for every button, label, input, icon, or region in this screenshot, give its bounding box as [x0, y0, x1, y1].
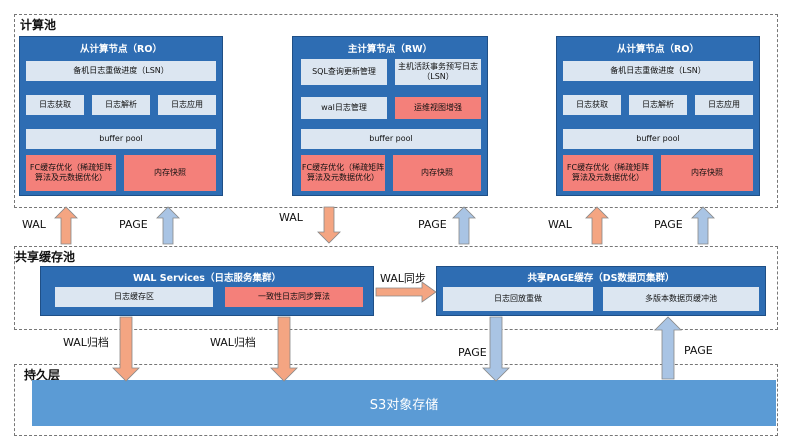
shared-cache-region: [14, 246, 778, 330]
log-replay-redo: 日志回放重做: [443, 287, 593, 311]
s3-object-storage: S3对象存储: [32, 380, 776, 426]
wal-archive-arrow-2: [270, 316, 298, 382]
label-wal-sync: WAL同步: [380, 272, 426, 285]
label-page-right: PAGE: [654, 218, 683, 231]
memory-snapshot: 内存快照: [393, 155, 481, 191]
ro-node-right-title: 从计算节点（RO）: [617, 44, 699, 55]
memory-snapshot: 内存快照: [124, 155, 216, 191]
wal-management: wal日志管理: [301, 97, 387, 119]
label-page-rw: PAGE: [418, 218, 447, 231]
persistence-region: [14, 364, 778, 436]
fc-cache-optimization: FC缓存优化（稀疏矩阵算法及元数据优化）: [301, 155, 385, 191]
replay-progress: 备机日志重做进度（LSN）: [26, 61, 216, 81]
consistency-sync-algorithm: 一致性日志同步算法: [225, 287, 363, 307]
log-fetch: 日志获取: [563, 95, 621, 115]
wal-up-arrow-right: [585, 206, 609, 245]
log-apply: 日志应用: [158, 95, 216, 115]
page-up-arrow-left: [156, 206, 180, 245]
page-up-arrow-storage: [654, 316, 682, 380]
sql-update-management: SQL查询更新管理: [301, 59, 387, 85]
fc-cache-optimization: FC缓存优化（稀疏矩阵算法及元数据优化）: [26, 155, 116, 191]
page-up-arrow-rw: [452, 206, 476, 245]
mvcc-page-buffer: 多版本数据页缓冲池: [603, 287, 759, 311]
log-fetch: 日志获取: [26, 95, 84, 115]
compute-pool-region: [14, 14, 778, 208]
wal-down-arrow-rw: [317, 206, 341, 244]
persistence-title: 持久层: [24, 368, 61, 382]
buffer-pool: buffer pool: [26, 129, 216, 149]
wal-archive-arrow-1: [112, 316, 140, 382]
wal-services-title: WAL Services（日志服务集群）: [133, 273, 281, 284]
log-cache-area: 日志缓存区: [55, 287, 213, 307]
log-apply: 日志应用: [695, 95, 753, 115]
rw-node: 主计算节点（RW） SQL查询更新管理 主机活跃事务预写日志（LSN） wal日…: [292, 36, 488, 196]
compute-pool-title: 计算池: [20, 18, 57, 32]
buffer-pool: buffer pool: [563, 129, 753, 149]
shared-page-cache-node: 共享PAGE缓存（DS数据页集群） 日志回放重做 多版本数据页缓冲池: [436, 266, 766, 316]
rw-node-title: 主计算节点（RW）: [347, 44, 433, 55]
label-page-down: PAGE: [458, 346, 487, 359]
replay-progress: 备机日志重做进度（LSN）: [563, 61, 753, 81]
label-page-up-storage: PAGE: [684, 344, 713, 357]
label-wal-archive-2: WAL归档: [210, 336, 256, 349]
active-txn-wal: 主机活跃事务预写日志（LSN）: [395, 59, 481, 85]
wal-up-arrow-left: [54, 206, 78, 245]
ro-node-left: 从计算节点（RO） 备机日志重做进度（LSN） 日志获取 日志解析 日志应用 b…: [19, 36, 223, 196]
label-page-left: PAGE: [119, 218, 148, 231]
shared-page-cache-title: 共享PAGE缓存（DS数据页集群）: [527, 273, 675, 284]
ro-node-left-title: 从计算节点（RO）: [80, 44, 162, 55]
label-wal-rw: WAL: [279, 211, 303, 224]
log-parse: 日志解析: [629, 95, 687, 115]
label-wal-archive-1: WAL归档: [63, 336, 109, 349]
wal-services-node: WAL Services（日志服务集群） 日志缓存区 一致性日志同步算法: [40, 266, 374, 316]
ops-view-enhancement: 运维视图增强: [395, 97, 481, 119]
memory-snapshot: 内存快照: [661, 155, 753, 191]
ro-node-right: 从计算节点（RO） 备机日志重做进度（LSN） 日志获取 日志解析 日志应用 b…: [556, 36, 760, 196]
fc-cache-optimization: FC缓存优化（稀疏矩阵算法及元数据优化）: [563, 155, 653, 191]
buffer-pool: buffer pool: [301, 129, 481, 149]
log-parse: 日志解析: [92, 95, 150, 115]
shared-cache-title: 共享缓存池: [15, 250, 76, 264]
label-wal-left: WAL: [22, 218, 46, 231]
page-up-arrow-right: [691, 206, 715, 245]
wal-sync-arrow: [375, 281, 437, 303]
page-down-arrow: [482, 316, 510, 382]
label-wal-right: WAL: [548, 218, 572, 231]
